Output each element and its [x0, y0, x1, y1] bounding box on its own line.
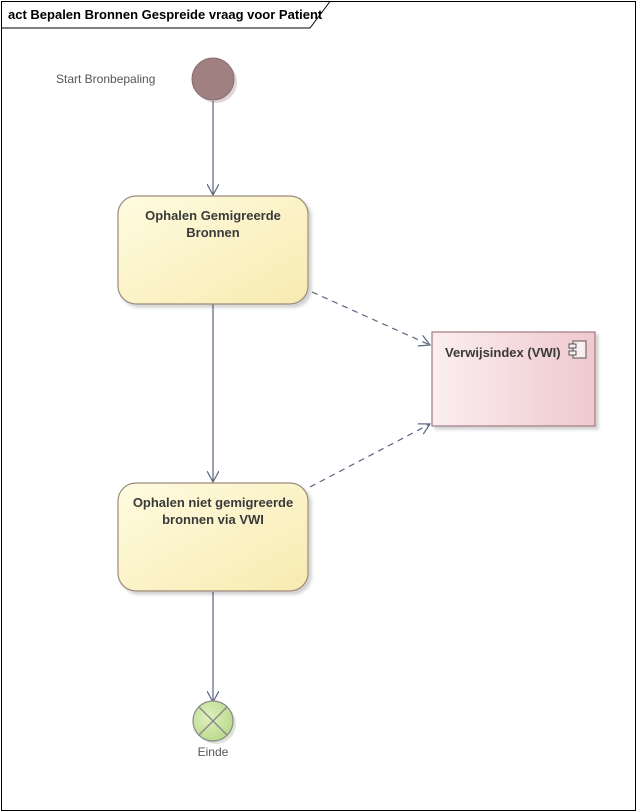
activity-ophalen-niet-gemigreerde-bronnen[interactable]: Ophalen niet gemigreerde bronnen via VWI [117, 482, 309, 592]
dependencies [309, 291, 430, 488]
start-circle[interactable] [191, 57, 235, 101]
dependency-activity1-to-vwi[interactable] [311, 291, 430, 345]
component-box[interactable] [431, 331, 596, 427]
activity-box[interactable] [117, 195, 309, 305]
component-verwijsindex[interactable]: Verwijsindex (VWI) [431, 331, 596, 427]
start-node[interactable] [191, 57, 237, 103]
activity-label-line2: bronnen via VWI [162, 512, 264, 527]
end-cross-line [198, 706, 228, 736]
end-label: Einde [198, 745, 229, 759]
dependency-activity2-to-vwi[interactable] [309, 424, 430, 488]
activity-label-line2: Bronnen [186, 225, 240, 240]
frame-title-tab [1, 1, 331, 29]
component-icon [568, 340, 587, 359]
activity-label-line1: Ophalen Gemigreerde [145, 208, 281, 223]
end-node[interactable] [192, 700, 236, 744]
activity-label-line1: Ophalen niet gemigreerde [133, 495, 293, 510]
frame-title: act Bepalen Bronnen Gespreide vraag voor… [8, 7, 323, 22]
activity-ophalen-gemigreerde-bronnen[interactable]: Ophalen Gemigreerde Bronnen [117, 195, 309, 305]
component-label: Verwijsindex (VWI) [445, 345, 561, 360]
activity-box[interactable] [117, 482, 309, 592]
start-label: Start Bronbepaling [56, 72, 155, 86]
